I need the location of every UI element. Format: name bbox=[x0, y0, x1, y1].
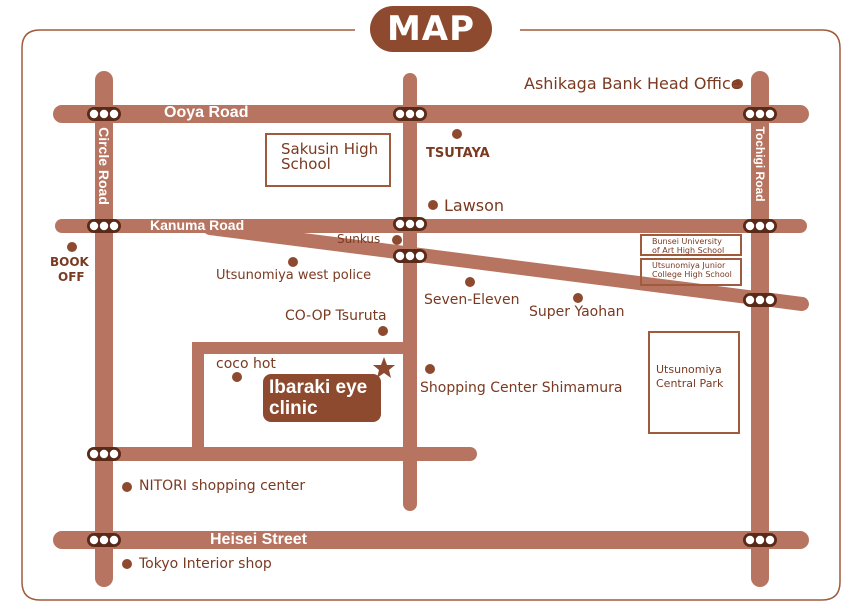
park-line-2: Central Park bbox=[656, 377, 724, 390]
book-off-label-2: OFF bbox=[58, 270, 85, 284]
location-dot-icon bbox=[67, 242, 77, 252]
sakusin-line-1: Sakusin High bbox=[281, 140, 379, 158]
tsutaya-label: TSUTAYA bbox=[426, 146, 490, 161]
traffic-signal-icon bbox=[87, 107, 121, 121]
local-street bbox=[192, 342, 410, 454]
location-dot-icon bbox=[122, 482, 132, 492]
location-dot-icon bbox=[425, 364, 435, 374]
sakusin-line-2: School bbox=[281, 155, 331, 173]
sunkus-label: Sunkus bbox=[337, 232, 381, 246]
location-dot-icon bbox=[465, 277, 475, 287]
location-dot-icon bbox=[428, 200, 438, 210]
bunsei-art-high-school: Bunsei University of Art High School bbox=[640, 234, 742, 256]
traffic-signal-icon bbox=[87, 533, 121, 547]
location-dot-icon bbox=[733, 79, 743, 89]
ashikaga-bank-label: Ashikaga Bank Head Office bbox=[524, 74, 741, 93]
traffic-signal-icon bbox=[87, 447, 121, 461]
ooya-road-label: Ooya Road bbox=[164, 104, 249, 121]
nitori-label: NITORI shopping center bbox=[139, 478, 306, 494]
kanuma-road-label: Kanuma Road bbox=[150, 217, 245, 233]
location-dot-icon bbox=[232, 372, 242, 382]
tochigi-road-label: Tochigi Road bbox=[753, 126, 767, 202]
coop-tsuruta-label: CO-OP Tsuruta bbox=[285, 308, 387, 324]
lawson-label: Lawson bbox=[444, 196, 505, 215]
sakusin-high-school: Sakusin High School bbox=[265, 133, 391, 187]
star-icon bbox=[373, 357, 395, 378]
circle-road-label: Circle Road bbox=[96, 127, 112, 205]
location-dot-icon bbox=[378, 326, 388, 336]
location-dot-icon bbox=[288, 257, 298, 267]
coco-hot-label: coco hot bbox=[216, 356, 276, 372]
traffic-signal-icon bbox=[393, 249, 427, 263]
tokyo-interior-label: Tokyo Interior shop bbox=[139, 556, 272, 572]
junior-line-2: College High School bbox=[652, 270, 732, 279]
location-dot-icon bbox=[122, 559, 132, 569]
book-off-label-1: BOOK bbox=[50, 255, 89, 269]
central-park: Utsunomiya Central Park bbox=[648, 331, 740, 434]
bunsei-line-1: Bunsei University bbox=[652, 237, 722, 246]
location-dot-icon bbox=[452, 129, 462, 139]
junior-line-1: Utsunomiya Junior bbox=[652, 261, 726, 270]
heisei-street-label: Heisei Street bbox=[210, 531, 307, 548]
super-yaohan-label: Super Yaohan bbox=[529, 304, 625, 320]
clinic-line-1: Ibaraki eye bbox=[269, 377, 368, 398]
traffic-signal-icon bbox=[743, 219, 777, 233]
traffic-signal-icon bbox=[743, 107, 777, 121]
clinic-line-2: clinic bbox=[269, 398, 318, 419]
traffic-signal-icon bbox=[743, 293, 777, 307]
map-title: MAP bbox=[370, 6, 492, 52]
west-police-label: Utsunomiya west police bbox=[216, 268, 372, 283]
junior-college-high-school: Utsunomiya Junior College High School bbox=[640, 258, 742, 286]
traffic-signal-icon bbox=[743, 533, 777, 547]
map-frame bbox=[21, 29, 841, 601]
location-dot-icon bbox=[573, 293, 583, 303]
bunsei-line-2: of Art High School bbox=[652, 246, 725, 255]
park-line-1: Utsunomiya bbox=[656, 363, 722, 376]
diagonal-road bbox=[203, 221, 809, 311]
location-dot-icon bbox=[392, 235, 402, 245]
seven-eleven-label: Seven-Eleven bbox=[424, 292, 520, 308]
traffic-signal-icon bbox=[393, 107, 427, 121]
ibaraki-eye-clinic: Ibaraki eye clinic bbox=[263, 374, 381, 422]
traffic-signal-icon bbox=[87, 219, 121, 233]
shimamura-label: Shopping Center Shimamura bbox=[420, 380, 623, 396]
traffic-signal-icon bbox=[393, 217, 427, 231]
